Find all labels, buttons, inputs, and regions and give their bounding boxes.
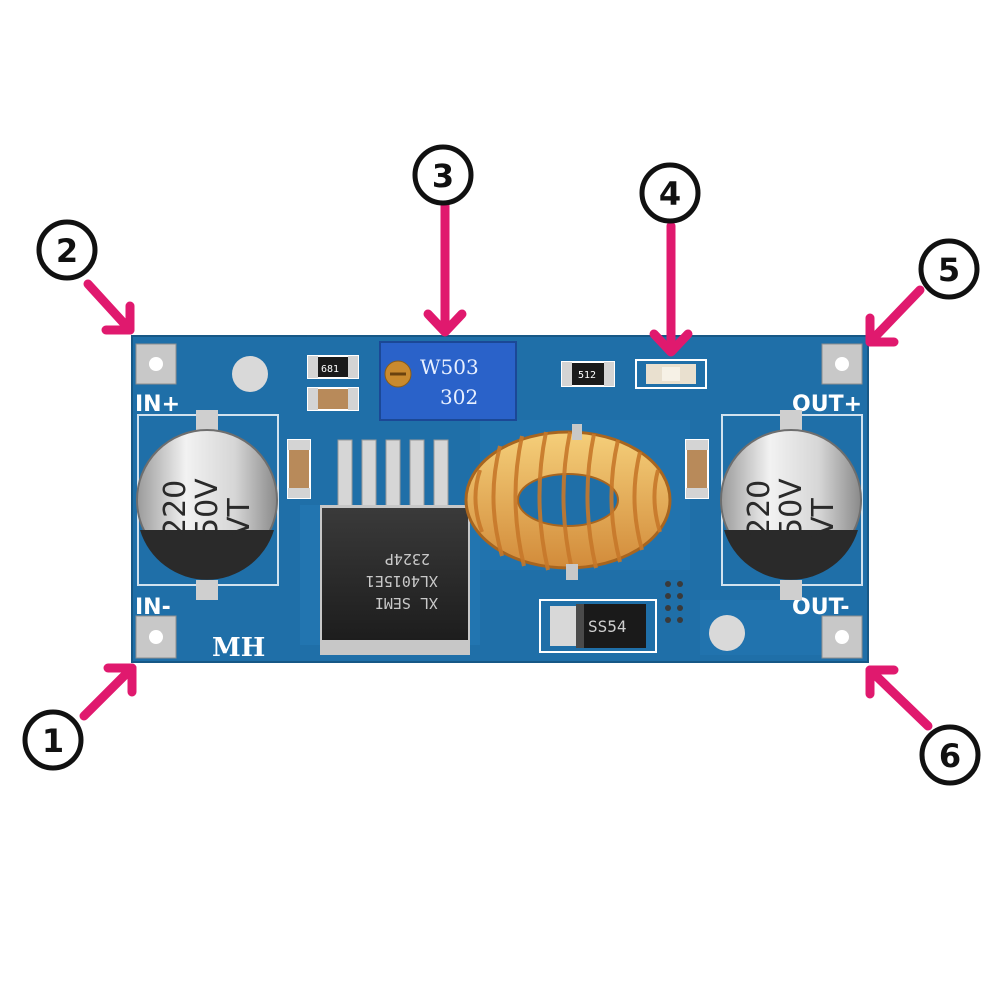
- callout-3-number: 3: [432, 157, 454, 195]
- potentiometer: W503 302: [379, 341, 517, 421]
- arrow-1: [79, 663, 137, 721]
- arrow-3: [423, 201, 467, 337]
- status-led: [635, 359, 707, 389]
- smd-capacitor-left: [287, 439, 311, 499]
- smd-capacitor-right: [685, 439, 709, 499]
- toroid-inductor: [464, 424, 672, 580]
- via-grid: [665, 581, 683, 623]
- cap-right-value: 220: [742, 480, 777, 537]
- cap-left-value: 220: [158, 480, 193, 537]
- mounting-hole: [232, 356, 268, 392]
- label-in-plus: IN+: [135, 392, 180, 417]
- pot-marking-2: 302: [440, 385, 478, 409]
- resistor-top-left-code: 681: [321, 364, 339, 375]
- resistor-top-right-code: 512: [578, 370, 596, 381]
- callout-6: 6: [919, 724, 981, 786]
- callout-arrows: [79, 201, 933, 731]
- callout-5: 5: [918, 238, 980, 300]
- schottky-diode: SS54: [539, 599, 657, 653]
- arrow-2: [83, 279, 135, 335]
- smd-capacitor-top: [307, 387, 359, 411]
- cap-right-voltage: 50V: [774, 478, 809, 537]
- callout-4-number: 4: [659, 175, 681, 213]
- label-in-minus: IN-: [135, 595, 171, 620]
- callout-6-number: 6: [939, 737, 961, 775]
- capacitor-left: 220 50V VT: [136, 410, 279, 600]
- label-out-plus: OUT+: [792, 392, 862, 417]
- mounting-hole: [709, 615, 745, 651]
- capacitor-right: 220 50V VT: [720, 410, 863, 600]
- maker-logo: MH: [212, 633, 265, 663]
- callout-3: 3: [412, 144, 474, 206]
- callout-2-number: 2: [56, 232, 78, 270]
- diode-marking: SS54: [588, 617, 627, 636]
- pad-out-plus: [821, 343, 863, 385]
- arrow-6: [865, 665, 933, 731]
- resistor-top-left: 681: [307, 355, 359, 379]
- cap-left-series: VT: [222, 497, 257, 537]
- cap-left-voltage: 50V: [190, 478, 225, 537]
- ic-marking-3: 2324P: [385, 550, 430, 568]
- callout-4: 4: [639, 162, 701, 224]
- callout-2: 2: [36, 219, 98, 281]
- regulator-ic: XL SEMI XL4015E1 2324P: [320, 439, 470, 655]
- resistor-top-right: 512: [561, 361, 615, 387]
- ic-marking-1: XL SEMI: [375, 594, 438, 612]
- pot-marking-1: W503: [420, 355, 479, 379]
- pad-in-plus: [135, 343, 177, 385]
- pad-out-minus: [821, 615, 863, 659]
- callout-5-number: 5: [938, 251, 960, 289]
- callout-1-number: 1: [42, 722, 64, 760]
- arrow-5: [865, 285, 925, 347]
- callout-1: 1: [22, 709, 84, 771]
- ic-marking-2: XL4015E1: [366, 572, 438, 590]
- cap-right-series: VT: [806, 497, 841, 537]
- arrow-4: [649, 221, 693, 357]
- pad-in-minus: [135, 615, 177, 659]
